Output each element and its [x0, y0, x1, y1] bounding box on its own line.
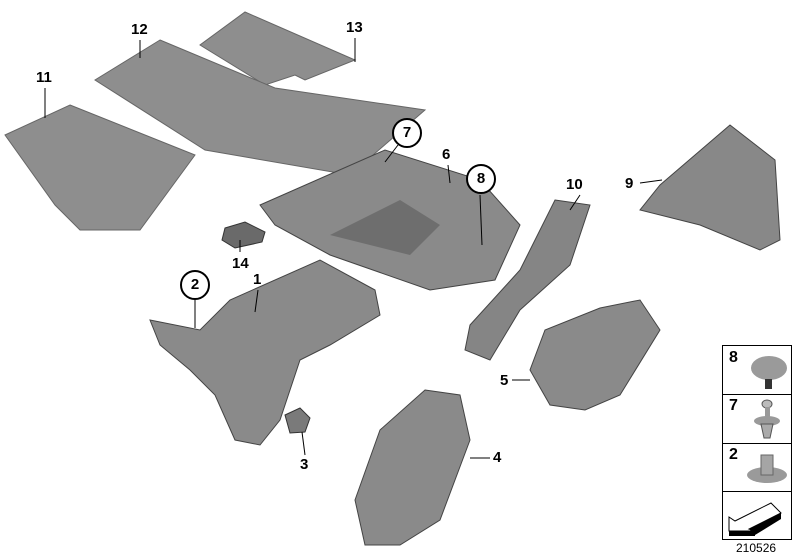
part-10-trim[interactable] [464, 199, 591, 361]
part-5-side-insulation[interactable] [529, 299, 661, 411]
expansion-rivet-icon [754, 399, 780, 439]
part-3-bracket[interactable] [284, 407, 311, 434]
part-label-9: 9 [625, 175, 634, 192]
part-label-4: 4 [493, 449, 502, 466]
legend-number: 2 [729, 446, 738, 463]
part-label-14: 14 [232, 255, 249, 272]
part-6-detail [330, 200, 440, 255]
callout-2: 2 [180, 270, 210, 300]
cap-clip-icon [751, 356, 787, 389]
diagram-id: 210526 [736, 541, 777, 555]
legend-item-8[interactable]: 8 [723, 346, 791, 395]
part-label-12: 12 [131, 21, 148, 38]
legend-item-2[interactable]: 2 [723, 443, 791, 492]
fastener-legend: 8 7 2 [722, 345, 792, 540]
part-label-5: 5 [500, 372, 509, 389]
part-label-11: 11 [36, 69, 52, 86]
part-9-trim[interactable] [639, 124, 781, 251]
part-11-panel[interactable] [4, 104, 196, 231]
nut-icon [747, 454, 787, 483]
part-label-13: 13 [346, 19, 363, 36]
part-4-side-insulation[interactable] [354, 389, 471, 546]
direction-arrow-icon [723, 491, 791, 539]
callout-8: 8 [466, 164, 496, 194]
legend-number: 8 [729, 349, 738, 366]
legend-item-7[interactable]: 7 [723, 394, 791, 444]
part-label-6: 6 [442, 146, 451, 163]
part-label-1: 1 [253, 271, 262, 288]
legend-number: 7 [729, 397, 738, 414]
part-label-3: 3 [300, 456, 309, 473]
part-14-clip[interactable] [221, 221, 266, 249]
callout-7: 7 [392, 118, 422, 148]
leader-lines [44, 38, 663, 459]
part-1-wheel-arch-insulation[interactable] [149, 259, 381, 446]
part-label-10: 10 [566, 176, 583, 193]
